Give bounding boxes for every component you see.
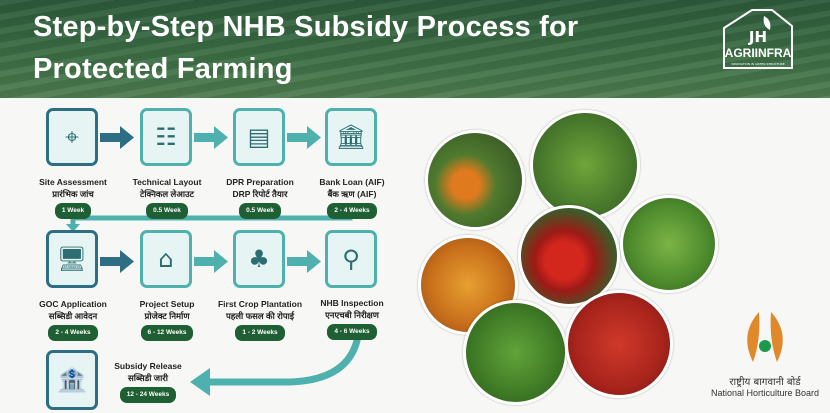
arrow-5-6 (100, 250, 134, 273)
photo-orange-capsicum (425, 130, 525, 230)
duration-badge: 2 - 4 Weeks (48, 325, 98, 341)
nhb-logo: राष्ट्रीय बागवानी बोर्ड National Horticu… (700, 310, 830, 398)
duration-badge: 0.5 Week (146, 203, 188, 219)
photo-cherry-tomatoes (565, 290, 673, 398)
greenhouse-construction-icon: ⌂ (140, 230, 192, 288)
bank-icon: 🏛 (325, 108, 377, 166)
duration-badge: 2 - 4 Weeks (327, 203, 377, 219)
photo-cucumbers (530, 110, 640, 220)
title-line-2: Protected Farming (33, 53, 293, 85)
survey-icon: ⌖ (46, 108, 98, 166)
photo-red-capsicum (518, 205, 620, 307)
agriinfra-logo: JH AGRIINFRA INNOVATION IN GREEN STRUCTU… (712, 6, 804, 76)
engineer-blueprint-icon: ☷ (140, 108, 192, 166)
page-title: Step-by-Step NHB Subsidy Process for Pro… (33, 6, 578, 90)
arrow-3-4 (287, 126, 321, 149)
computer-application-icon: 🖥 (46, 230, 98, 288)
header-banner: Step-by-Step NHB Subsidy Process for Pro… (0, 0, 830, 98)
duration-badge: 0.5 Week (239, 203, 281, 219)
subsidy-bank-icon: 🏦 (46, 350, 98, 410)
arrow-2-3 (194, 126, 228, 149)
planting-icon: ♣ (233, 230, 285, 288)
inspection-icon: ⚲ (325, 230, 377, 288)
arrow-7-8 (287, 250, 321, 273)
arrow-1-2 (100, 126, 134, 149)
photo-green-beans (620, 195, 718, 293)
nhb-emblem (747, 312, 783, 362)
duration-badge: 12 - 24 Weeks (119, 387, 177, 403)
curved-arrow-to-subsidy (205, 335, 362, 386)
step-bank-loan: Bank Loan (AIF)बैंक ऋण (AIF)2 - 4 Weeks (292, 176, 412, 219)
report-icon: ▤ (233, 108, 285, 166)
duration-badge: 4 - 6 Weeks (327, 324, 377, 340)
duration-badge: 1 - 2 Weeks (235, 325, 285, 341)
photo-green-capsicum (463, 300, 568, 405)
duration-badge: 1 Week (54, 203, 92, 219)
title-line-1: Step-by-Step NHB Subsidy Process for (33, 11, 579, 43)
arrow-6-7 (194, 250, 228, 273)
duration-badge: 6 - 12 Weeks (140, 325, 194, 341)
